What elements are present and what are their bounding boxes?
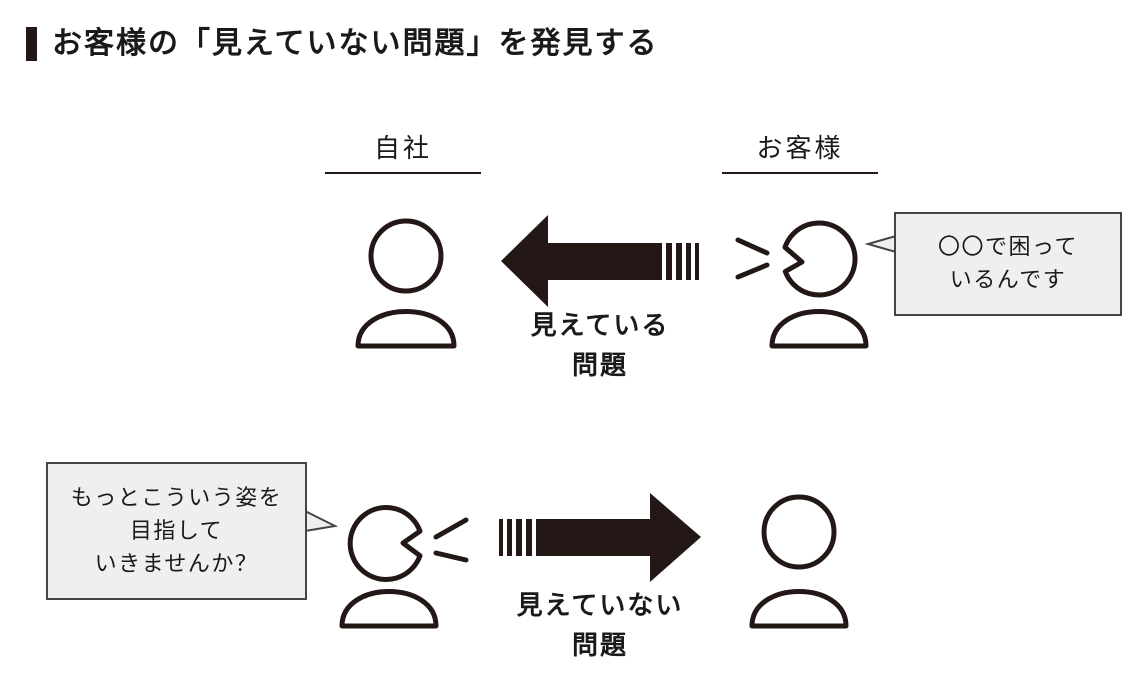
person-speaking-icon <box>339 505 439 629</box>
arrow-left-icon <box>501 215 699 307</box>
bubble-text-line: いきませんか？ <box>94 551 259 577</box>
bubble-text-line: 目指して <box>129 518 224 544</box>
arrow-right-icon <box>499 493 701 582</box>
column-underline-company <box>325 172 481 174</box>
speech-bubble-tail <box>304 235 897 532</box>
speech-bubble-company: もっとこういう姿を 目指して いきませんか？ <box>46 462 307 600</box>
person-speaking-icon <box>769 220 869 349</box>
column-label-company: 自社 <box>373 134 432 164</box>
column-underline-customer <box>722 172 878 174</box>
invisible-problem-label: 見えていない 問題 <box>500 586 700 666</box>
speech-lines-icon <box>433 517 469 563</box>
column-label-customer: お客様 <box>756 134 844 164</box>
arrow-label-line: 見えていない <box>516 591 684 621</box>
bubble-text-line: もっとこういう姿を <box>70 485 283 511</box>
person-listening-icon <box>749 494 849 629</box>
arrow-label-line: 問題 <box>571 631 628 661</box>
speech-bubble-customer: 〇〇で困って いるんです <box>894 212 1122 316</box>
title-accent-bar <box>26 27 37 61</box>
visible-problem-label: 見えている 問題 <box>500 306 700 386</box>
bubble-text-line: 〇〇で困って <box>938 235 1078 260</box>
diagram-title: お客様の「見えていない問題」を発見する <box>52 26 659 61</box>
bubble-text-line: いるんです <box>949 268 1067 293</box>
person-listening-icon <box>355 218 457 349</box>
arrow-label-line: 問題 <box>571 351 628 381</box>
speech-lines-icon <box>735 237 770 280</box>
arrow-label-line: 見えている <box>530 311 670 341</box>
